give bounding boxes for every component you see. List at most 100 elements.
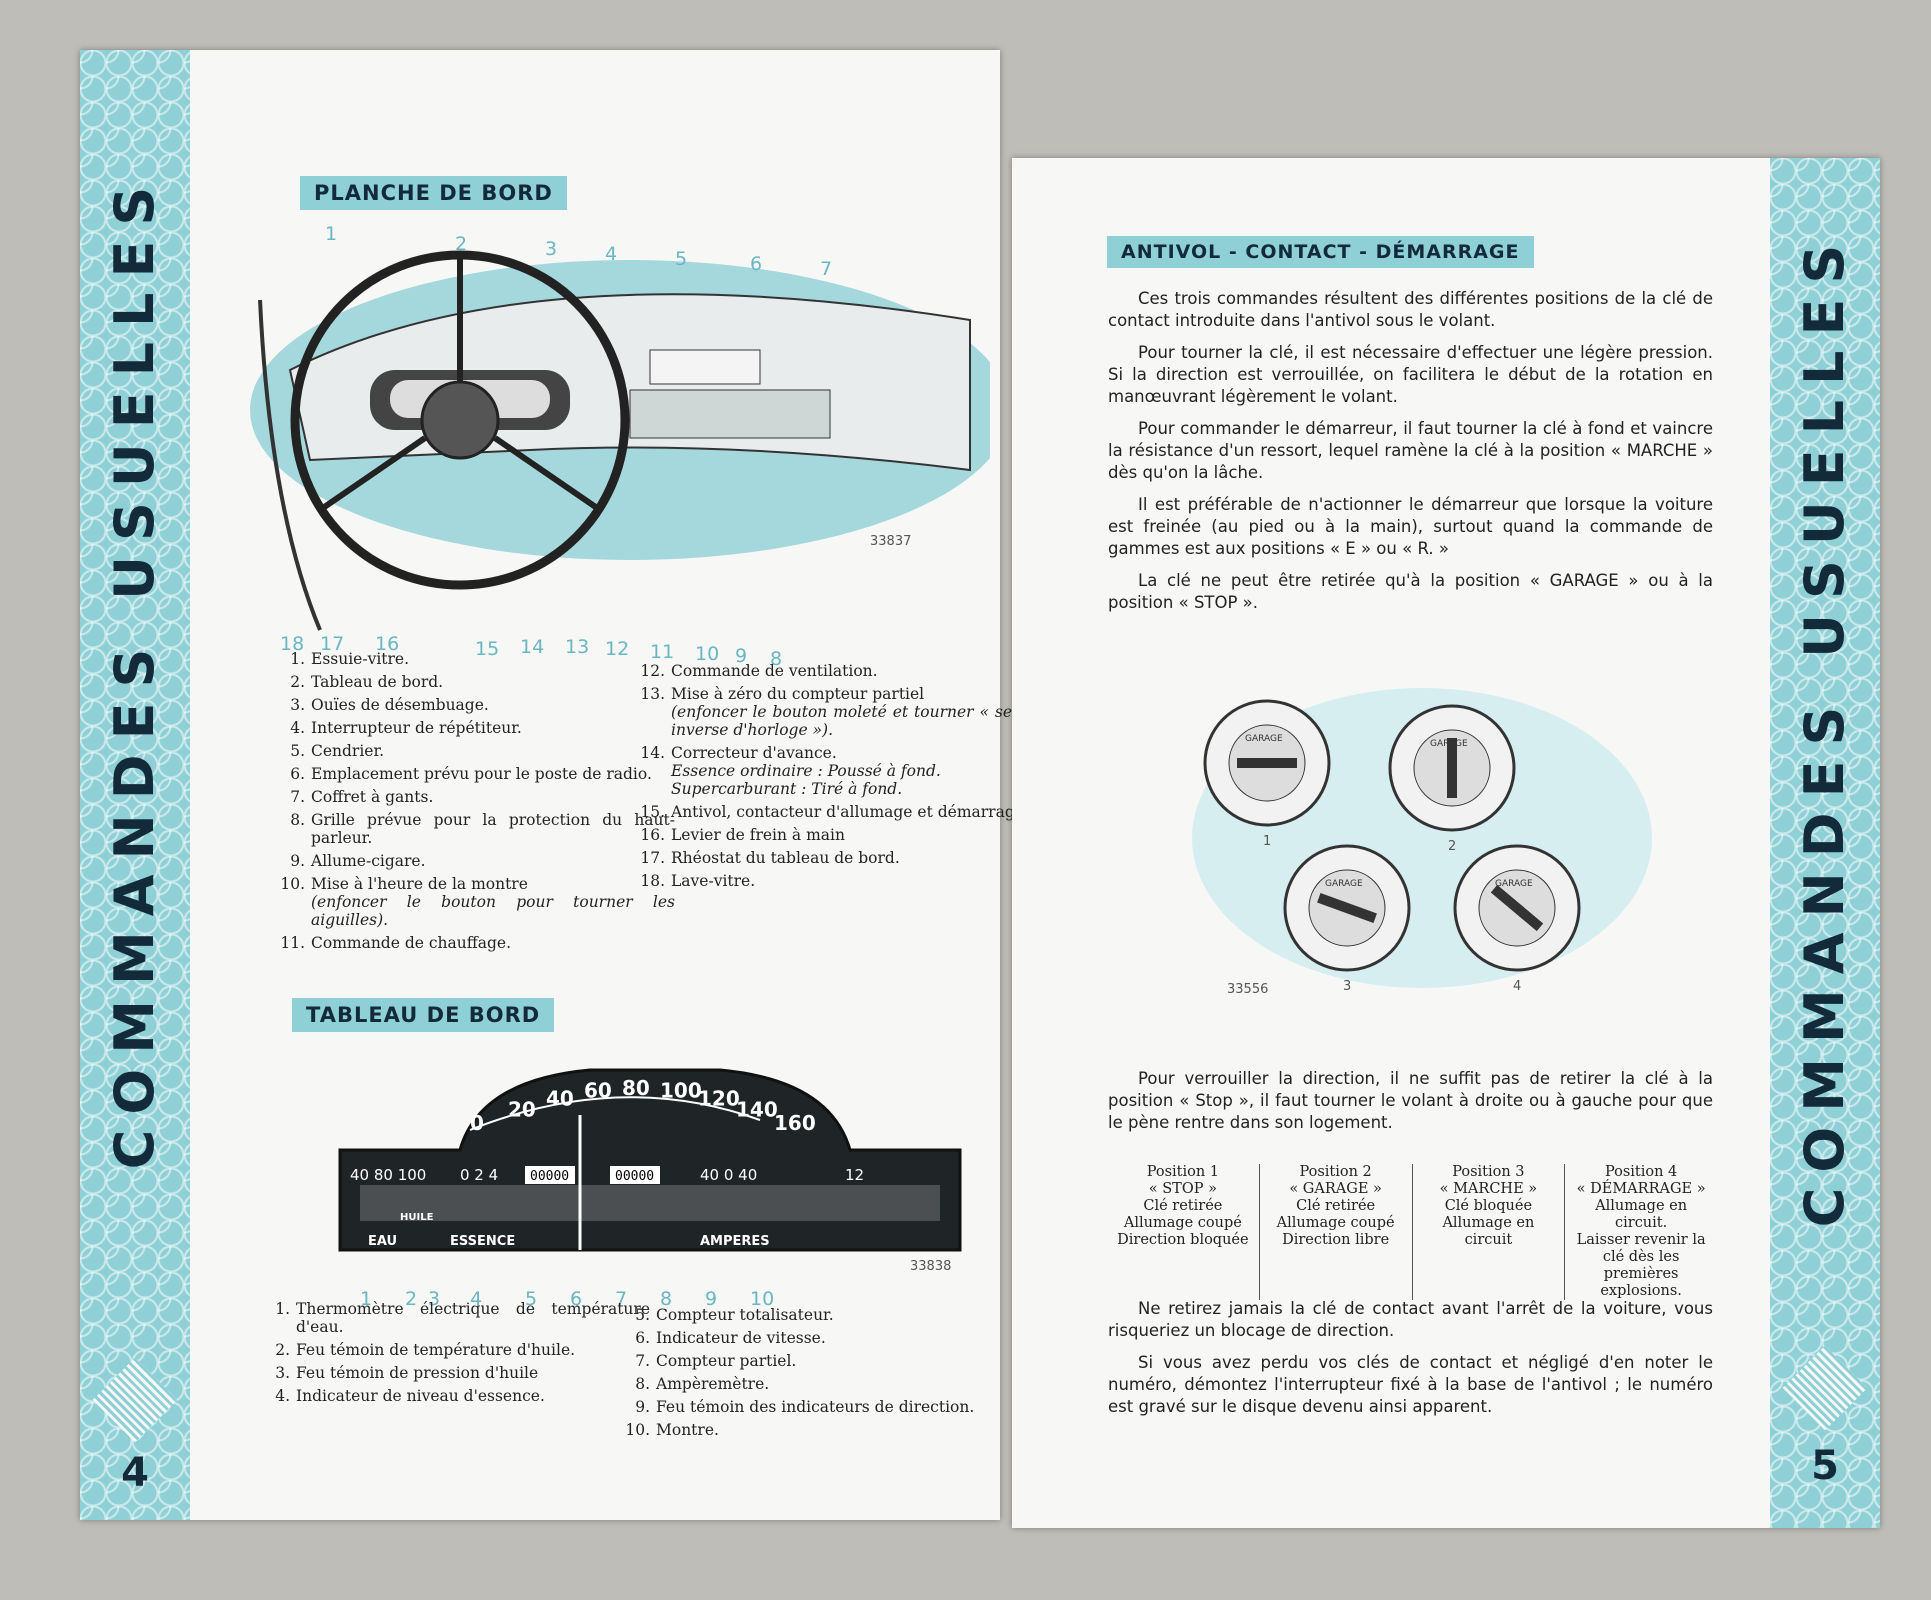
planche-legend-item: 16.Levier de frein à main bbox=[640, 826, 845, 844]
dials-ref: 33556 bbox=[1227, 982, 1268, 997]
cluster-ref: 33838 bbox=[910, 1259, 951, 1274]
clock-12: 12 bbox=[845, 1166, 864, 1184]
svg-text:GARAGE: GARAGE bbox=[1430, 739, 1468, 749]
callout-number: 11 bbox=[650, 641, 674, 663]
planche-ref: 33837 bbox=[870, 534, 911, 549]
callout-number: 9 bbox=[735, 645, 747, 667]
odometer: 00000 bbox=[530, 1169, 569, 1184]
callout-number: 12 bbox=[605, 638, 629, 660]
paragraph: Pour tourner la clé, il est nécessaire d… bbox=[1108, 343, 1713, 406]
planche-legend-item: 15.Antivol, contacteur d'allumage et dém… bbox=[640, 803, 1029, 821]
callout-number: 18 bbox=[280, 633, 304, 655]
ignition-dial: GARAGE 1 bbox=[1203, 699, 1331, 849]
planche-legend-item: 11.Commande de chauffage. bbox=[280, 934, 512, 952]
svg-text:GARAGE: GARAGE bbox=[1495, 879, 1533, 889]
decorative-band: COMMANDES USUELLES 5 bbox=[1770, 158, 1880, 1528]
intro-paragraphs: Ces trois commandes résultent des différ… bbox=[1108, 288, 1713, 624]
ignition-dial: GARAGE 3 bbox=[1283, 844, 1411, 994]
callout-number: 4 bbox=[605, 243, 617, 265]
callout-number: 10 bbox=[695, 643, 719, 665]
section-title-antivol: ANTIVOL - CONTACT - DÉMARRAGE bbox=[1107, 236, 1534, 268]
right-page: COMMANDES USUELLES 5 ANTIVOL - CONTACT -… bbox=[1012, 158, 1880, 1528]
callout-number: 13 bbox=[565, 636, 589, 658]
planche-legend-item: 12.Commande de ventilation. bbox=[640, 662, 878, 680]
svg-text:GARAGE: GARAGE bbox=[1325, 879, 1363, 889]
paragraph: Ces trois commandes résultent des différ… bbox=[1108, 289, 1713, 330]
tableau-legend-item: 1.Thermomètre électrique de température … bbox=[275, 1300, 650, 1336]
callout-number: 7 bbox=[820, 258, 832, 280]
diamond-ornament-icon bbox=[1782, 1345, 1868, 1431]
planche-legend-item: 13.Mise à zéro du compteur partiel(enfon… bbox=[640, 685, 1030, 739]
diamond-ornament-icon bbox=[92, 1357, 178, 1443]
tableau-legend-item: 2.Feu témoin de température d'huile. bbox=[275, 1341, 576, 1359]
paragraph: La clé ne peut être retirée qu'à la posi… bbox=[1108, 571, 1713, 612]
tableau-legend-right: 5.Compteur totalisateur.6.Indicateur de … bbox=[620, 1306, 1000, 1444]
tableau-legend-item: 3.Feu témoin de pression d'huile bbox=[275, 1364, 539, 1382]
planche-legend-item: 4.Interrupteur de répétiteur. bbox=[290, 719, 522, 737]
planche-legend-item: 17.Rhéostat du tableau de bord. bbox=[640, 849, 900, 867]
warning-paragraphs: Ne retirez jamais la clé de contact avan… bbox=[1108, 1298, 1713, 1428]
callout-number: 14 bbox=[520, 636, 544, 658]
callout-number: 3 bbox=[428, 1288, 440, 1310]
callout-number: 2 bbox=[455, 233, 467, 255]
tableau-legend-item: 5.Compteur totalisateur. bbox=[635, 1306, 834, 1324]
paragraph: Il est préférable de n'actionner le déma… bbox=[1108, 495, 1713, 558]
planche-legend-item: 6.Emplacement prévu pour le poste de rad… bbox=[290, 765, 652, 783]
band-title: COMMANDES USUELLES bbox=[103, 171, 167, 1169]
amp-scale: 40 0 40 bbox=[700, 1166, 757, 1184]
planche-legend-item: 3.Ouïes de désembuage. bbox=[290, 696, 489, 714]
section-title-tableau: TABLEAU DE BORD bbox=[292, 998, 555, 1032]
callout-number: 2 bbox=[405, 1288, 417, 1310]
callout-number: 8 bbox=[660, 1288, 672, 1310]
page-number: 5 bbox=[1811, 1443, 1839, 1489]
callout-number: 5 bbox=[675, 248, 687, 270]
tableau-legend-item: 7.Compteur partiel. bbox=[635, 1352, 797, 1370]
temp-scale: 40 80 100 bbox=[350, 1166, 426, 1184]
decorative-band: COMMANDES USUELLES 4 bbox=[80, 50, 190, 1520]
tableau-legend-left: 1.Thermomètre électrique de température … bbox=[260, 1300, 650, 1410]
band-title: COMMANDES USUELLES bbox=[1793, 229, 1857, 1227]
trip-meter: 00000 bbox=[615, 1169, 654, 1184]
planche-legend-item: 7.Coffret à gants. bbox=[290, 788, 434, 806]
tableau-legend-item: 10.Montre. bbox=[625, 1421, 719, 1439]
section-title-planche: PLANCHE DE BORD bbox=[300, 176, 567, 210]
planche-legend-item: 2.Tableau de bord. bbox=[290, 673, 444, 691]
paragraph: Ne retirez jamais la clé de contact avan… bbox=[1108, 1299, 1713, 1340]
label-eau: EAU bbox=[368, 1234, 397, 1249]
callout-number: 6 bbox=[750, 253, 762, 275]
callout-number: 9 bbox=[705, 1288, 717, 1310]
svg-text:GARAGE: GARAGE bbox=[1245, 734, 1283, 744]
callout-number: 7 bbox=[615, 1288, 627, 1310]
planche-legend-item: 10.Mise à l'heure de la montre(enfoncer … bbox=[280, 875, 675, 929]
svg-text:3: 3 bbox=[1343, 979, 1351, 994]
callout-number: 6 bbox=[570, 1288, 582, 1310]
label-amperes: AMPERES bbox=[700, 1234, 770, 1249]
callout-number: 4 bbox=[470, 1288, 482, 1310]
paragraph: Si vous avez perdu vos clés de contact e… bbox=[1108, 1353, 1713, 1416]
page-number: 4 bbox=[121, 1450, 149, 1496]
ignition-dial: GARAGE 4 bbox=[1453, 844, 1581, 994]
planche-legend-item: 8.Grille prévue pour la protection du ha… bbox=[290, 811, 675, 847]
callout-number: 15 bbox=[475, 638, 499, 660]
left-page: COMMANDES USUELLES 4 PLANCHE DE BORD 338… bbox=[80, 50, 1030, 1520]
tableau-legend-item: 9.Feu témoin des indicateurs de directio… bbox=[635, 1398, 975, 1416]
svg-text:4: 4 bbox=[1513, 979, 1521, 994]
paragraph: Pour commander le démarreur, il faut tou… bbox=[1108, 419, 1713, 482]
lock-paragraph: Pour verrouiller la direction, il ne suf… bbox=[1108, 1069, 1713, 1132]
callout-number: 16 bbox=[375, 633, 399, 655]
svg-text:1: 1 bbox=[1263, 834, 1271, 849]
callout-number: 8 bbox=[770, 648, 782, 670]
planche-legend-left: 1.Essuie-vitre.2.Tableau de bord.3.Ouïes… bbox=[275, 650, 675, 957]
callout-number: 3 bbox=[545, 238, 557, 260]
label-essence: ESSENCE bbox=[450, 1234, 515, 1249]
callout-number: 1 bbox=[325, 223, 337, 245]
tableau-legend-item: 4.Indicateur de niveau d'essence. bbox=[275, 1387, 545, 1405]
